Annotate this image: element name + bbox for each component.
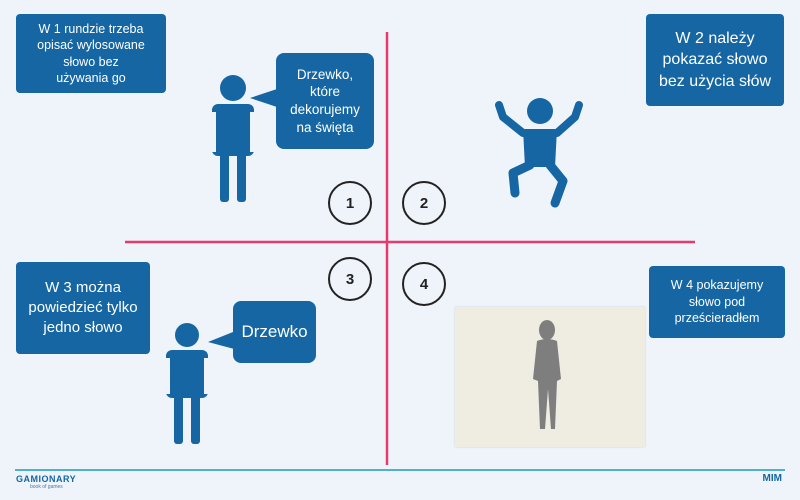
round-4-rule-box: W 4 pokazujemy słowo pod prześcieradłem	[649, 266, 785, 338]
footer-divider	[15, 469, 785, 471]
jumping-person-icon	[495, 98, 583, 208]
silhouette-person-icon	[533, 320, 561, 429]
round-3-speech-text: Drzewko	[241, 321, 308, 341]
round-1-rule-text: W 1 rundzie trzeba opisać wylosowane sło…	[37, 21, 145, 86]
footer-label: MIM	[762, 473, 782, 484]
round-3-rule-text: W 3 można powiedzieć tylko jedno słowo	[28, 279, 138, 336]
round-1-speech-text: Drzewko, które dekorujemy na święta	[290, 66, 360, 135]
round-3-speech-bubble: Drzewko	[233, 301, 316, 363]
round-1-number: 1	[328, 181, 372, 225]
speech-tail-icon	[250, 88, 280, 108]
gamionary-logo: GAMIONARY book of games	[16, 474, 77, 490]
round-1-rule-box: W 1 rundzie trzeba opisać wylosowane sło…	[16, 14, 166, 93]
speech-tail-icon	[208, 330, 238, 350]
bedsheet-image	[455, 307, 645, 447]
round-4-number: 4	[402, 262, 446, 306]
standing-person-icon	[212, 75, 254, 202]
round-2-rule-box: W 2 należy pokazać słowo bez użycia słów	[646, 14, 784, 106]
standing-person-icon	[166, 323, 208, 444]
round-2-rule-text: W 2 należy pokazać słowo bez użycia słów	[658, 30, 772, 90]
round-1-speech-bubble: Drzewko, które dekorujemy na święta	[276, 53, 374, 149]
round-3-rule-box: W 3 można powiedzieć tylko jedno słowo	[16, 262, 150, 354]
round-2-number: 2	[402, 181, 446, 225]
round-3-number: 3	[328, 257, 372, 301]
round-4-rule-text: W 4 pokazujemy słowo pod prześcieradłem	[670, 278, 764, 326]
